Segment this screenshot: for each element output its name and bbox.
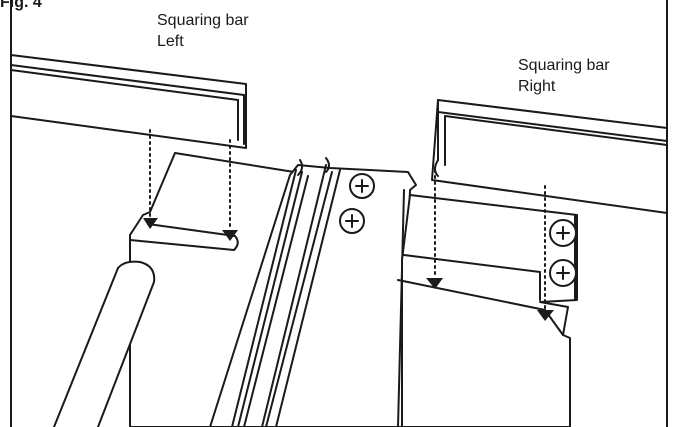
arrow-down-icon <box>222 230 238 241</box>
label-right-line1: Squaring bar <box>518 57 610 74</box>
label-left-line1: Squaring bar <box>157 12 249 29</box>
screw-head-icon <box>549 219 577 247</box>
placement-guides <box>149 129 546 311</box>
label-left-line2: Left <box>157 33 184 50</box>
arrow-down-icon <box>143 218 158 229</box>
arrow-down-icon <box>537 310 554 321</box>
screw-head-icon <box>339 208 365 234</box>
squaring-bar-left <box>10 54 247 149</box>
arrow-down-icon <box>426 278 443 289</box>
squaring-bar-right <box>431 99 668 214</box>
label-squaring-bar-right: Squaring bar Right <box>518 55 610 97</box>
screw-head-icon <box>549 259 577 287</box>
vertical-track <box>209 157 417 427</box>
label-squaring-bar-left: Squaring bar Left <box>157 10 249 52</box>
figure-title: Fig. 4 <box>0 0 42 11</box>
label-right-line2: Right <box>518 78 556 95</box>
screw-head-icon <box>349 173 375 199</box>
